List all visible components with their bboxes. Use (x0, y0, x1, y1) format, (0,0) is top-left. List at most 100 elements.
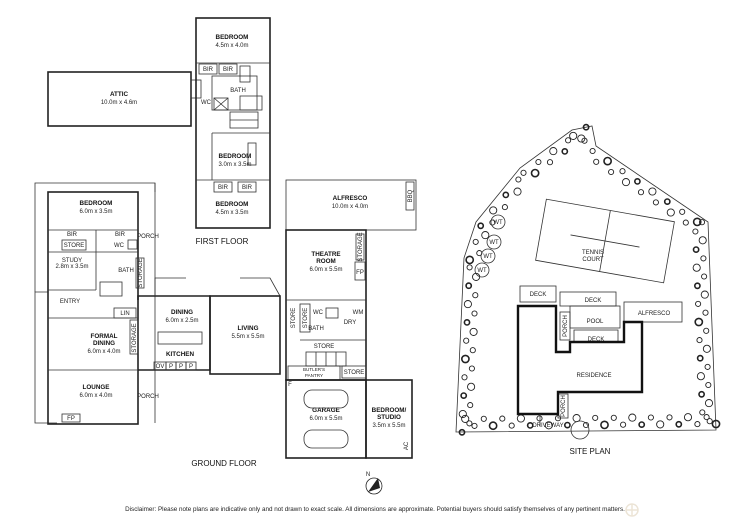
tree-icon (634, 177, 641, 185)
tree-icon (544, 421, 553, 430)
bath-tub (239, 95, 263, 111)
first-floor-outline (195, 17, 271, 229)
tree-icon (499, 415, 506, 422)
tree-icon (472, 238, 479, 245)
tree-icon (700, 255, 707, 262)
wt-label-2: WT (489, 240, 499, 246)
disclaimer-text: Disclaimer: Please note plans are indica… (125, 506, 625, 513)
tree-icon (702, 344, 711, 353)
tree-icon (621, 178, 631, 187)
tree-icon (513, 187, 522, 196)
bedroom2-size: 3.0m x 3.5m (218, 162, 251, 168)
tree-icon (502, 191, 510, 199)
tree-icon (694, 317, 704, 327)
tree-icon (648, 187, 657, 196)
bedroom2-robe (247, 142, 257, 166)
compass-label: N (366, 472, 370, 478)
tree-icon (465, 282, 473, 290)
site-plan-title: SITE PLAN (570, 447, 611, 456)
theatre-label-1: THEATRE (311, 251, 340, 258)
tree-icon (460, 354, 470, 364)
gf-alfresco-label: ALFRESCO (333, 195, 368, 202)
tree-icon (572, 414, 581, 423)
wt-label-4: WT (477, 268, 487, 274)
ac-label: AC (404, 441, 410, 450)
tree-icon (703, 414, 710, 421)
tree-icon (582, 123, 590, 131)
tree-icon (471, 422, 478, 429)
watermark-logo-icon (625, 503, 639, 517)
tree-icon (467, 402, 474, 409)
tree-icon (520, 169, 527, 176)
tree-icon (703, 327, 710, 334)
tree-icon (468, 365, 475, 372)
attic-label: ATTIC (110, 91, 129, 98)
bir-label-6: BIR (115, 232, 126, 238)
bedroom3-size: 4.5m x 3.5m (215, 210, 248, 216)
tree-icon (489, 219, 496, 226)
tree-icon (679, 208, 686, 215)
tree-icon (508, 422, 515, 429)
studio-label-1: BEDROOM/ (372, 407, 407, 414)
bir-label-1: BIR (203, 67, 214, 73)
studio-label-2: STUDIO (377, 414, 401, 421)
site-porch-label-2: PORCH (561, 395, 567, 417)
gf-bath-tub (99, 281, 123, 297)
butlers-label-1: BUTLER'S (303, 367, 325, 372)
formal-dining-label-1: FORMAL (91, 333, 118, 340)
tree-icon (569, 131, 578, 140)
bir-label-4: BIR (242, 185, 253, 191)
site-deck-label-3: DECK (588, 337, 605, 343)
study-label: STUDY (62, 258, 82, 264)
bbq-label: BBQ (408, 189, 414, 202)
driveway-tree-icon (570, 420, 590, 440)
dining-label: DINING (171, 309, 193, 316)
tree-icon (696, 354, 704, 362)
tree-icon (628, 413, 637, 422)
tree-icon (692, 217, 702, 227)
porch-label-1: PORCH (137, 234, 159, 240)
tree-icon (577, 134, 586, 143)
tree-icon (647, 414, 654, 421)
attic-room (47, 71, 192, 127)
dry-label: DRY (344, 320, 357, 326)
garage-label: GARAGE (312, 407, 340, 414)
tree-icon (463, 337, 470, 344)
studio-size: 3.5m x 5.5m (372, 423, 405, 429)
store-label-2: STORE (303, 308, 309, 329)
tree-icon (704, 399, 714, 408)
f-label: F (288, 382, 292, 388)
tennis-label-1: TENNIS (582, 250, 604, 256)
garage-size: 6.0m x 5.5m (309, 416, 342, 422)
tree-icon (466, 264, 473, 271)
site-plan: TENNIS COURT WT WT WT WT DECK DECK POOL … (455, 123, 721, 456)
tree-icon (694, 282, 701, 290)
dining-kitchen-outline (137, 295, 211, 371)
site-deck-label-1: DECK (530, 292, 547, 298)
tree-icon (546, 159, 554, 166)
tree-icon (458, 409, 467, 419)
theatre-size: 6.0m x 5.5m (309, 267, 342, 273)
fp-label-1: FP (67, 416, 75, 422)
p-label-3: P (189, 364, 193, 370)
shower-box (213, 97, 229, 111)
tree-icon (471, 310, 478, 317)
tree-icon (656, 420, 665, 429)
tree-icon (608, 168, 615, 176)
tree-icon (530, 168, 540, 178)
residence-label: RESIDENCE (576, 373, 611, 379)
tree-icon (465, 255, 475, 265)
first-floor-bath (211, 75, 258, 111)
p-label-1: P (169, 364, 173, 370)
driveway-label: DRIVEWAY (532, 423, 563, 429)
tree-icon (549, 147, 558, 156)
site-deck-label-2: DECK (585, 298, 602, 304)
tree-icon (481, 231, 490, 240)
studio-outline (365, 379, 413, 459)
tree-icon (698, 236, 707, 245)
kitchen-island (157, 331, 203, 345)
storage-label-2: STORAGE (132, 323, 138, 352)
bedroom1-label: BEDROOM (216, 34, 249, 41)
car-1 (303, 389, 349, 409)
